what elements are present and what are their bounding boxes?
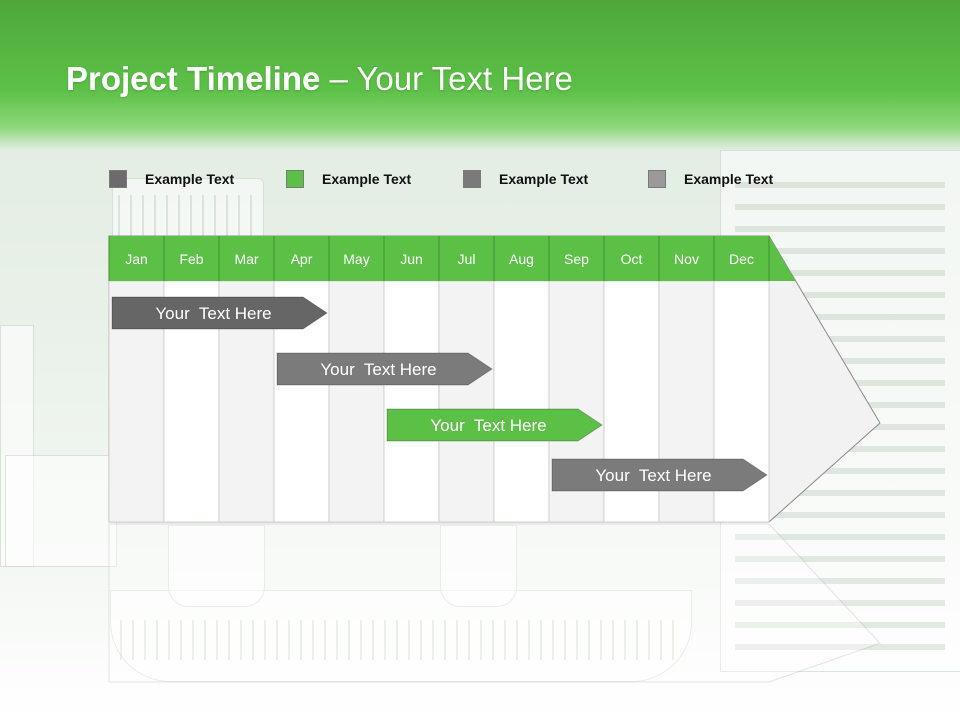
month-label-may: May <box>343 251 369 267</box>
legend-item-3: Example Text <box>463 170 588 188</box>
header-band <box>0 0 960 150</box>
month-label-nov: Nov <box>674 251 699 267</box>
month-label-feb: Feb <box>179 251 203 267</box>
month-label-sep: Sep <box>564 251 589 267</box>
background-building-lower-left <box>5 455 117 567</box>
legend-item-4: Example Text <box>648 170 773 188</box>
month-label-jun: Jun <box>400 251 423 267</box>
legend-swatch-1 <box>109 170 127 188</box>
legend-swatch-4 <box>648 170 666 188</box>
title-rest: – Your Text Here <box>320 60 573 97</box>
month-label-apr: Apr <box>291 251 313 267</box>
background-plaza-rail <box>120 620 680 660</box>
month-column-jul <box>438 280 495 523</box>
background-cylinder-right <box>440 525 517 607</box>
month-column-jun <box>383 280 440 523</box>
month-label-aug: Aug <box>509 251 534 267</box>
task-bar-3 <box>386 408 603 442</box>
task-bar-2 <box>276 352 493 386</box>
page-title: Project Timeline – Your Text Here <box>66 60 573 98</box>
legend-swatch-3 <box>463 170 481 188</box>
month-label-oct: Oct <box>621 251 643 267</box>
month-label-mar: Mar <box>234 251 258 267</box>
task-bar-label-1: Your Text Here <box>155 304 271 323</box>
arrow-reflection <box>108 523 881 683</box>
legend-item-1: Example Text <box>109 170 234 188</box>
task-bar-label-2: Your Text Here <box>320 360 436 379</box>
month-label-dec: Dec <box>729 251 754 267</box>
legend-label-2: Example Text <box>322 171 412 187</box>
background-cylinder-left <box>168 525 265 607</box>
legend-label-4: Example Text <box>684 171 774 187</box>
title-bold: Project Timeline <box>66 60 321 97</box>
month-column-aug <box>493 280 550 523</box>
legend-swatch-2 <box>286 170 304 188</box>
month-label-jan: Jan <box>125 251 148 267</box>
task-bar-4 <box>551 458 768 492</box>
task-bar-label-4: Your Text Here <box>595 466 711 485</box>
legend-label-1: Example Text <box>145 171 235 187</box>
task-bar-label-3: Your Text Here <box>430 416 546 435</box>
month-header-band <box>109 236 796 281</box>
task-bar-1 <box>111 296 328 330</box>
month-column-may <box>328 280 385 523</box>
legend-label-3: Example Text <box>499 171 589 187</box>
legend-item-2: Example Text <box>286 170 411 188</box>
month-label-jul: Jul <box>458 251 476 267</box>
